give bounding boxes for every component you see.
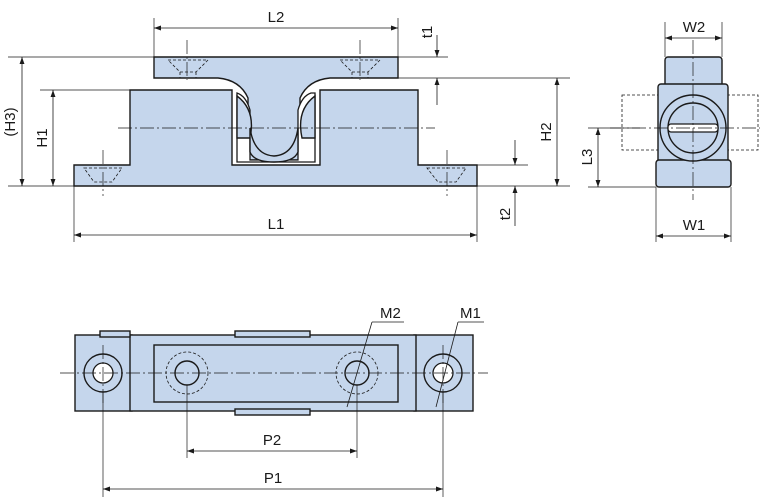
center-slot [236,92,316,163]
right-hidden-extension [721,94,759,151]
h3-label: (H3) [2,107,19,136]
side-view: W2 L3 W1 [579,19,760,242]
front-view: L2 t1 (H3) H1 H2 t2 L1 [2,9,570,242]
side-top-block [664,56,723,88]
m1-leader [435,321,459,408]
right-roller [299,94,316,139]
h2-label: H2 [538,122,555,141]
t1-label: t1 [419,26,436,39]
w1-label: W1 [683,217,706,234]
l1-label: L1 [268,216,285,233]
notch [234,330,311,338]
u-channel [249,127,299,163]
p1-label: P1 [264,470,282,487]
top-view: M2 M1 P2 P1 [60,305,488,497]
w2-label: W2 [683,19,706,36]
t2-label: t2 [497,208,514,221]
side-bottom-block [655,159,732,188]
top-right-countersink [339,59,381,78]
top-left-countersink [167,59,209,78]
m2-leader [346,321,373,408]
base-left-countersink [83,167,123,183]
l2-label: L2 [268,9,285,26]
notch [234,408,311,416]
m1-label: M1 [460,305,481,322]
m2-label: M2 [380,305,401,322]
p2-label: P2 [263,432,281,449]
main-body [73,89,478,187]
left-hidden-extension [621,94,659,151]
h1-label: H1 [34,128,51,147]
base-right-countersink [426,167,467,183]
notch [99,330,131,338]
l3-label: L3 [579,149,596,166]
